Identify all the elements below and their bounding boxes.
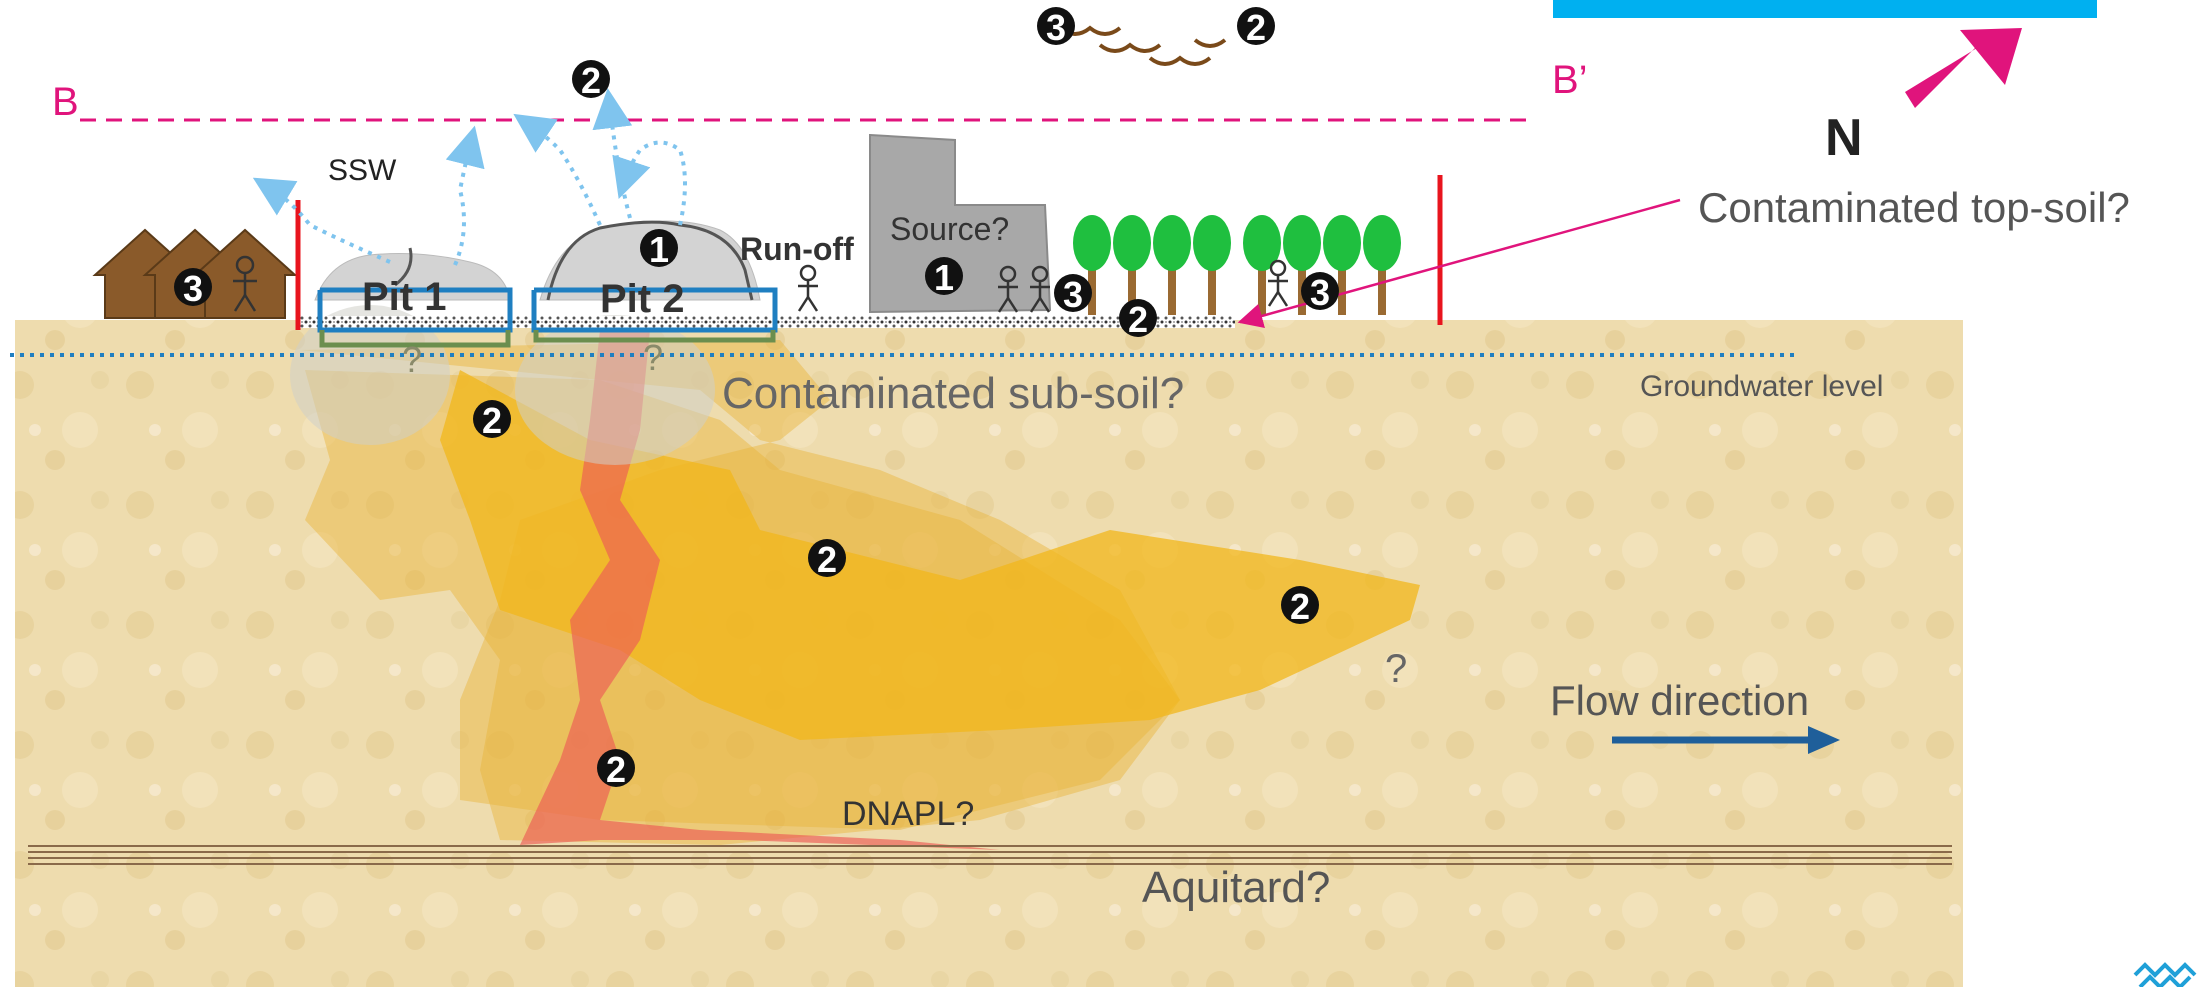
marker-2: 2 (808, 539, 846, 580)
dnapl-plume (520, 330, 1000, 850)
unknown-mark: ? (402, 339, 422, 380)
trees-icon (1073, 215, 1401, 315)
pit1-subsurface-shadow (290, 305, 450, 445)
section-end-label: B’ (1552, 58, 1588, 102)
svg-text:3: 3 (1063, 274, 1083, 315)
marker-3: 3 (1301, 272, 1339, 313)
plume-main (440, 370, 1420, 740)
svg-text:2: 2 (482, 400, 502, 441)
pit1-cap-outline (394, 247, 413, 287)
dnapl-label: DNAPL? (842, 795, 974, 833)
runoff-label: Run-off (740, 231, 854, 267)
logo-icon (2133, 962, 2197, 987)
legend-banner (1553, 0, 2097, 18)
marker-1: 1 (925, 257, 963, 298)
marker-3: 3 (1037, 7, 1075, 48)
vapour-emission-arrows (252, 88, 687, 266)
marker-2: 2 (572, 60, 610, 101)
source-label: Source? (890, 211, 1009, 247)
person-icon (233, 255, 1289, 313)
svg-text:2: 2 (606, 749, 626, 790)
section-start-label: B (52, 80, 79, 124)
marker-2: 2 (597, 749, 635, 790)
aquitard-layer (28, 845, 1952, 865)
marker-1: 1 (640, 229, 678, 270)
unknown-mark: ? (643, 337, 663, 378)
svg-text:3: 3 (183, 268, 203, 309)
aquitard-label: Aquitard? (1142, 863, 1330, 912)
marker-2: 2 (1237, 7, 1275, 48)
pit2-subsurface-shadow (515, 315, 715, 465)
subsoil-label: Contaminated sub-soil? (722, 369, 1184, 418)
svg-text:2: 2 (1128, 299, 1148, 340)
flow-direction-label: Flow direction (1550, 677, 1809, 724)
pit2-cap-outline (546, 220, 754, 301)
svg-text:1: 1 (934, 257, 954, 298)
topsoil-label: Contaminated top-soil? (1698, 184, 2130, 231)
ssw-label: SSW (328, 154, 397, 187)
unknown-mark: ? (1385, 647, 1407, 691)
pit1-base (319, 330, 511, 348)
svg-text:2: 2 (817, 539, 837, 580)
svg-text:2: 2 (1290, 586, 1310, 627)
svg-text:1: 1 (649, 229, 669, 270)
svg-text:2: 2 (581, 60, 601, 101)
groundwater-label: Groundwater level (1640, 370, 1883, 403)
marker-3: 3 (174, 268, 212, 309)
marker-3: 3 (1054, 274, 1092, 315)
birds-icon (1058, 25, 1227, 66)
marker-2: 2 (473, 400, 511, 441)
flow-direction-arrow-icon (1612, 726, 1840, 754)
marker-2: 2 (1119, 299, 1157, 340)
pit2-base (533, 330, 776, 343)
pit2-label: Pit 2 (600, 277, 684, 321)
north-arrow-icon (1899, 28, 2022, 108)
svg-text:3: 3 (1310, 272, 1330, 313)
marker-2: 2 (1281, 586, 1319, 627)
north-label: N (1825, 109, 1863, 167)
svg-text:3: 3 (1046, 7, 1066, 48)
svg-text:2: 2 (1246, 7, 1266, 48)
pit1-label: Pit 1 (362, 275, 446, 319)
